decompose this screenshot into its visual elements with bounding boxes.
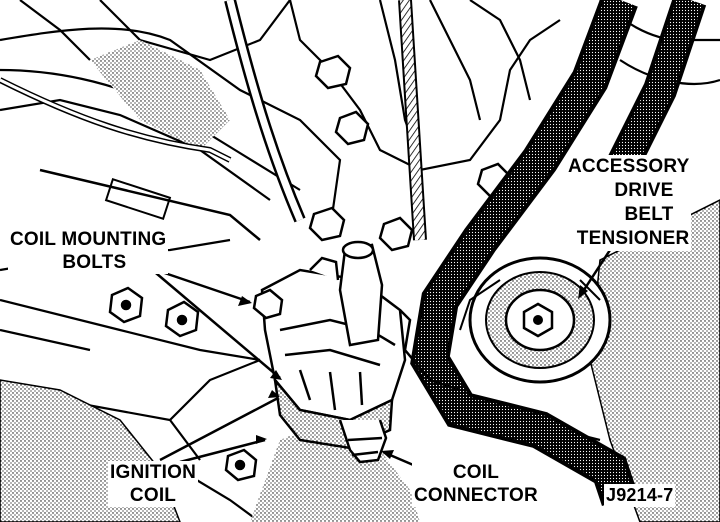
label-coil-connector: COIL CONNECTOR [412,461,540,507]
label-tensioner-line2: DRIVE [614,180,674,201]
label-ignition-coil-line1: IGNITION [110,462,197,483]
ignition-coil-body [260,240,407,464]
label-ignition-coil: IGNITION COIL [108,461,199,507]
label-coil-connector-line1: COIL [452,462,500,483]
label-tensioner-line3: BELT [624,204,674,225]
label-coil-connector-line2: CONNECTOR [414,485,538,506]
shadow-lower-center [250,420,420,522]
background-bolts [308,54,512,252]
label-ignition-coil-line2: COIL [129,485,177,506]
label-coil-mounting-bolts-line1: COIL MOUNTING [10,229,167,250]
label-coil-mounting-bolts-line2: BOLTS [62,252,127,273]
figure-id: J9214-7 [604,484,676,507]
coil-mounting-bolts [108,286,284,482]
label-coil-mounting-bolts: COIL MOUNTING BOLTS [8,228,169,274]
label-accessory-drive-belt-tensioner: ACCESSORY DRIVE BELT TENSIONER [566,155,692,251]
label-tensioner-line1: ACCESSORY [568,156,690,177]
tensioner-pulley [459,256,612,384]
label-tensioner-line4: TENSIONER [576,228,690,249]
coil-bracket [399,309,461,392]
shadow-top [90,40,230,150]
arrowheads [238,285,588,459]
